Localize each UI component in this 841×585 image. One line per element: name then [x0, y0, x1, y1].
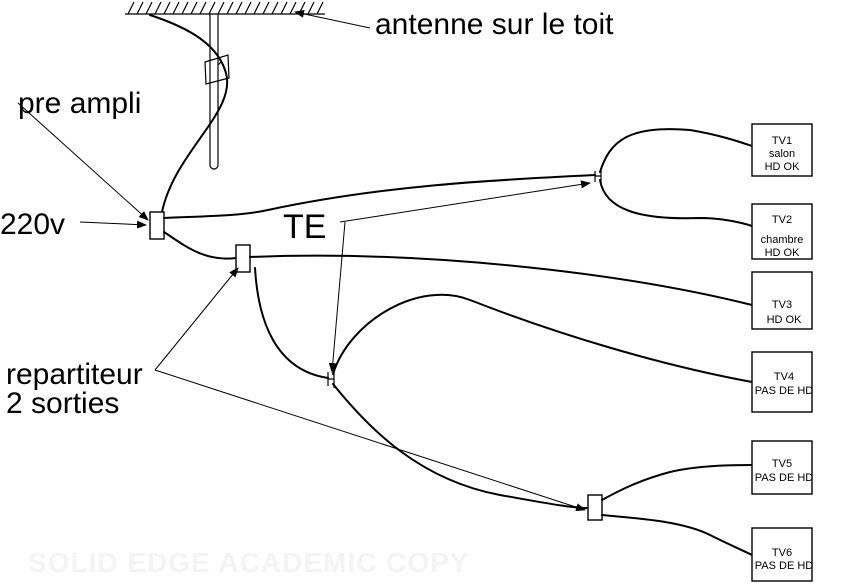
- tv2-name: TV2: [772, 214, 792, 226]
- bottom-splitter-box: [587, 494, 603, 521]
- tv2-box: TV2 chambre HD OK: [751, 203, 813, 260]
- watermark-text: SOLID EDGE ACADEMIC COPY: [28, 547, 469, 578]
- antenna-label: antenne sur le toit: [375, 8, 614, 41]
- tv6-box: TV6 PAS DE HD: [751, 527, 814, 582]
- tv2-location: chambre: [761, 234, 804, 246]
- tv6-name: TV6: [772, 547, 792, 559]
- tv4-name: TV4: [774, 371, 794, 383]
- tv1-location: salon: [769, 148, 795, 160]
- cable-te2-to-tv4: [332, 293, 753, 383]
- te-leader-line-lower: [328, 221, 346, 373]
- preamp-leader-line: [17, 102, 149, 221]
- tv4-box: TV4 PAS DE HD: [751, 351, 814, 413]
- tv1-name: TV1: [772, 135, 792, 147]
- roof: [125, 1, 325, 15]
- splitter-leader-line-upper: [154, 267, 239, 371]
- cable-splitter-to-te2: [254, 267, 329, 379]
- tv1-box: TV1 salon HD OK: [751, 123, 813, 177]
- splitter-leader-line-lower: [154, 369, 586, 512]
- tv3-status: HD OK: [767, 314, 803, 326]
- power-leader-line: [79, 220, 147, 229]
- tv1-status: HD OK: [765, 161, 801, 173]
- te-leader-line-upper: [339, 180, 591, 223]
- cable-bottom-to-tv6: [601, 514, 753, 556]
- preamp-box: [149, 211, 165, 240]
- splitter-label-line2: 2 sorties: [6, 387, 119, 420]
- cable-bottom-to-tv5: [601, 464, 753, 501]
- cable-te2-to-bottom-splitter: [332, 383, 589, 509]
- tv2-status: HD OK: [765, 247, 801, 259]
- power-label: 220v: [0, 208, 65, 241]
- cable-te1-to-tv1: [599, 128, 753, 173]
- cable-preamp-to-splitter: [163, 231, 237, 260]
- splitter-box: [235, 244, 251, 273]
- cable-splitter-to-tv3: [249, 254, 753, 306]
- cable-preamp-to-te1: [163, 174, 596, 219]
- tv3-box: TV3 HD OK: [751, 271, 813, 330]
- preamp-label: pre ampli: [18, 87, 141, 120]
- antenna-cable: [149, 14, 229, 213]
- antenna-leader-line: [294, 9, 371, 29]
- tv6-status: PAS DE HD: [755, 560, 814, 572]
- te-label: TE: [283, 208, 326, 246]
- antenna-mast: [204, 14, 230, 170]
- tv3-name: TV3: [772, 299, 792, 311]
- tv5-box: TV5 PAS DE HD: [751, 440, 814, 495]
- tv5-status: PAS DE HD: [755, 472, 814, 484]
- tv4-status: PAS DE HD: [755, 385, 814, 397]
- cable-te1-to-tv2: [599, 179, 753, 227]
- tv5-name: TV5: [772, 458, 792, 470]
- splitter-label-line1: repartiteur: [6, 358, 143, 391]
